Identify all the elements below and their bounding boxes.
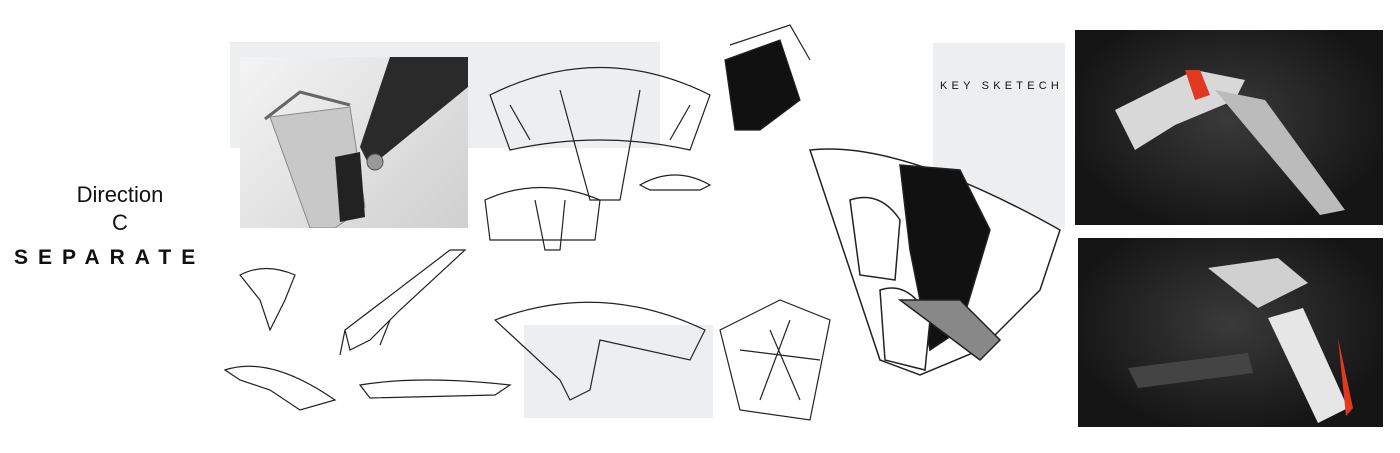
render-bottom — [1078, 238, 1383, 427]
sketch-dashboard-mid — [484, 186, 601, 251]
sketch-console-bottom — [493, 301, 706, 401]
render-bottom-shape — [1128, 258, 1353, 423]
reference-photo — [240, 57, 468, 228]
key-sketch-label: KEY SKETECH — [940, 80, 1064, 92]
sketch-small-left — [223, 267, 337, 411]
direction-letter: C — [112, 210, 128, 235]
render-top-shape — [1115, 70, 1345, 215]
sketch-small-top — [638, 174, 712, 191]
direction-title: Direction — [76, 182, 164, 207]
sketch-seat-bottom — [719, 299, 831, 421]
sketch-beam — [339, 249, 512, 399]
background-panel-bottom — [524, 325, 713, 418]
render-top — [1075, 30, 1383, 225]
sketch-seat-top — [724, 24, 811, 131]
sketch-key-interior — [808, 148, 1061, 376]
hinge-photo-shape — [264, 57, 468, 228]
sketch-dashboard-top — [489, 66, 711, 201]
direction-name: SEPARATE — [14, 246, 206, 269]
